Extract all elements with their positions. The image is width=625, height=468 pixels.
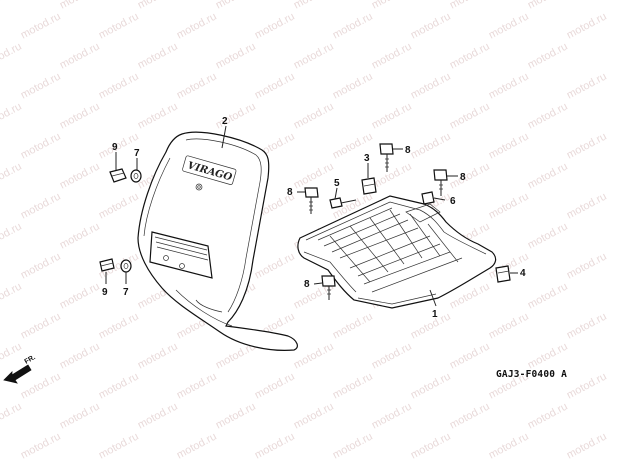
diagram-code: GAJ3-F0400 A [496, 369, 568, 380]
washer-7-bottom[interactable] [120, 259, 132, 273]
nut-6[interactable] [421, 191, 435, 205]
callout-8-right: 8 [460, 172, 466, 183]
callout-3: 3 [364, 153, 370, 164]
floor-board-part[interactable] [297, 195, 497, 309]
callout-8-top-center: 8 [405, 145, 411, 156]
callout-9-top: 9 [112, 142, 118, 153]
bolt-8-left-upper[interactable] [304, 187, 319, 214]
callout-labels: 1 2 3 4 5 6 7 7 8 8 8 8 9 9 [102, 116, 526, 320]
callout-1: 1 [432, 309, 438, 320]
callout-6: 6 [450, 196, 456, 207]
washer-7-top[interactable] [130, 169, 142, 183]
callout-5: 5 [334, 178, 340, 189]
front-shield-part[interactable]: VIRAGO [137, 131, 298, 351]
clip-4[interactable] [495, 265, 511, 283]
bolt-5[interactable] [329, 197, 357, 209]
bolt-8-bottom[interactable] [321, 275, 336, 300]
front-direction-indicator: FR. [3, 354, 37, 384]
clip-3[interactable] [361, 177, 377, 195]
direction-label: FR. [24, 354, 37, 366]
callout-8-left-upper: 8 [287, 187, 293, 198]
callout-8-bottom: 8 [304, 279, 310, 290]
callout-7-top: 7 [134, 148, 140, 159]
arrow-left-down-icon [3, 364, 32, 384]
callout-2: 2 [222, 116, 228, 127]
nut-9-top[interactable] [109, 168, 127, 183]
callout-7-bottom: 7 [123, 287, 129, 298]
bolt-8-right[interactable] [433, 169, 448, 196]
floor-mesh [317, 207, 463, 293]
bolt-8-top-center[interactable] [379, 143, 394, 172]
callout-9-bottom: 9 [102, 287, 108, 298]
leader-lines [105, 125, 518, 307]
nut-9-bottom[interactable] [99, 258, 115, 272]
callout-4: 4 [520, 268, 526, 279]
